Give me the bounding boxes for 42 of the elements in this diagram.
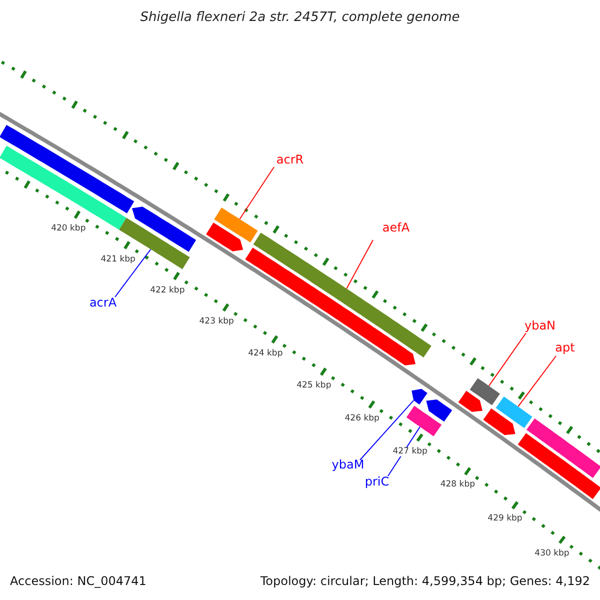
gene-label: priC	[364, 475, 390, 489]
gene-feature	[496, 396, 532, 428]
tick-label: 430 kbp	[534, 548, 570, 558]
gene-label: acrA	[89, 296, 117, 310]
leader-line	[346, 240, 374, 290]
gene-feature	[483, 408, 516, 436]
title: Shigella flexneri 2a str. 2457T, complete genome	[140, 10, 460, 26]
gene-feature	[518, 433, 600, 500]
gene-feature	[119, 218, 190, 270]
leader-line	[114, 248, 152, 298]
tick-label: 420 kbp	[51, 224, 86, 234]
gene-feature	[426, 400, 452, 422]
tick-label: 427 kbp	[392, 446, 428, 456]
gene-feature	[245, 248, 416, 366]
leader-line	[360, 400, 414, 460]
gene-feature	[206, 222, 244, 252]
gene-feature	[412, 388, 428, 404]
tick-label: 422 kbp	[150, 286, 185, 296]
gene-label: acrR	[276, 153, 304, 167]
tick-label: 425 kbp	[296, 381, 332, 390]
tick-label: 421 kbp	[100, 254, 136, 264]
gene-label: aefA	[382, 221, 410, 235]
tick-label: 426 kbp	[344, 414, 380, 424]
leader-line	[518, 356, 556, 408]
gene-label: apt	[555, 341, 575, 355]
gene-feature	[458, 390, 482, 412]
gene-feature	[526, 418, 600, 478]
footer-text: Topology: circular; Length: 4,599,354 bp; Genes: 4,192	[260, 575, 590, 588]
gene-feature	[470, 378, 500, 406]
tick-label: 424 kbp	[248, 348, 283, 358]
gene-feature	[406, 406, 442, 436]
tick-label: 428 kbp	[440, 480, 475, 490]
footer-text: Accession: NC_004741	[10, 575, 146, 588]
leader-line	[488, 332, 526, 386]
gene-feature	[214, 208, 258, 242]
tick-label: 429 kbp	[488, 514, 522, 524]
gene-label: ybaN	[524, 319, 556, 333]
gene-label: ybaM	[332, 458, 364, 472]
tick-label: 423 kbp	[199, 317, 234, 326]
gene-feature	[132, 206, 196, 252]
gene-feature	[0, 124, 134, 214]
leader-line	[239, 166, 274, 220]
